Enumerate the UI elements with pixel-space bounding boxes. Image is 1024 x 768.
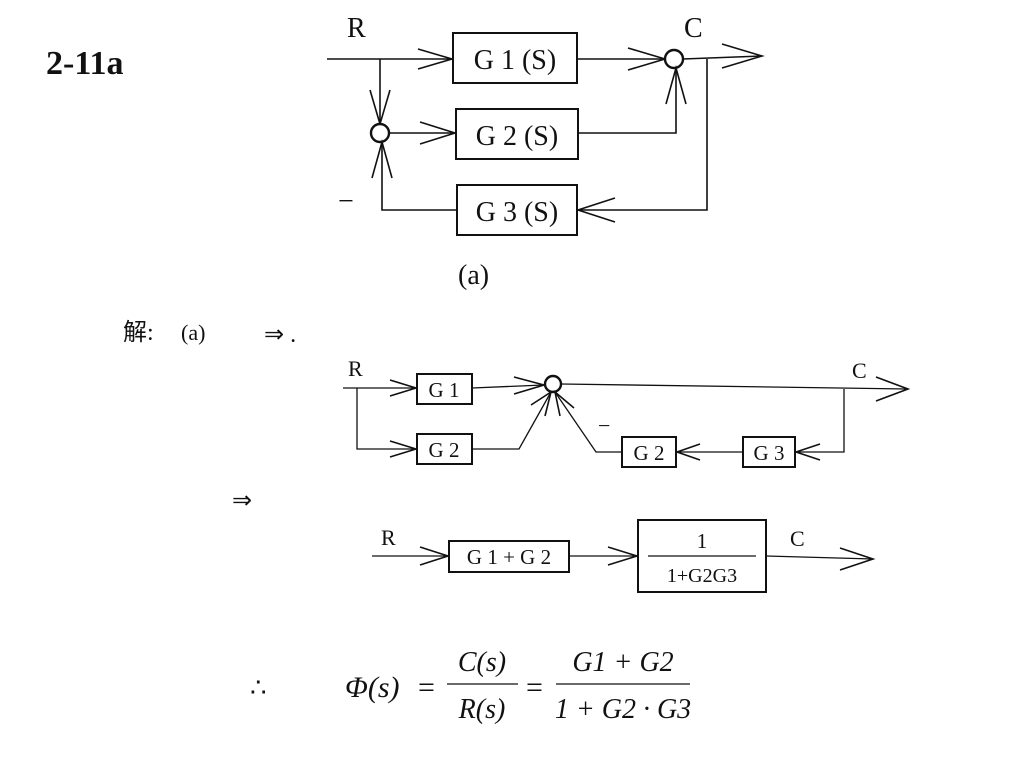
formula-final-denominator: 1 + G2 · G3 <box>555 694 691 725</box>
step2-output-arrow <box>839 547 876 571</box>
step2-input-label: R <box>381 525 396 550</box>
block-g2 <box>455 108 579 160</box>
step1-branch-wire <box>356 388 416 450</box>
therefore-symbol: ∴ <box>250 673 267 702</box>
step1-fb-to-sum-wire <box>554 391 622 453</box>
formula-lhs: Φ(s) <box>345 671 400 704</box>
g3-to-sum1-wire <box>381 142 457 211</box>
step1-arrow-g2-into-sum <box>530 390 553 417</box>
step2-block-g1-plus-g2-label: G 1 + G 2 <box>467 545 551 569</box>
block-g3-label: G 3 (S) <box>476 197 558 228</box>
step2-output-wire <box>765 555 874 560</box>
figure-a-output-label: C <box>684 13 703 44</box>
g2-to-sum2-wire <box>578 68 677 134</box>
formula-ratio-denominator: R(s) <box>458 694 506 725</box>
step1-block-g2-label: G 2 <box>429 438 460 462</box>
step1-diagram: R C G 1 G 2 G 3 G 2 − <box>343 356 911 468</box>
step2-diagram: R G 1 + G 2 1 1+G2G3 C <box>372 519 876 593</box>
block-g1 <box>452 32 578 84</box>
solution-part: (a) <box>181 320 205 345</box>
block-g2-label: G 2 (S) <box>476 121 558 152</box>
solution-prefix: 解: <box>123 319 154 346</box>
problem-title: 2-11a <box>46 45 123 82</box>
step2-block-denominator: 1+G2G3 <box>667 565 737 587</box>
formula-final-numerator: G1 + G2 <box>572 647 673 678</box>
step1-block-fb-g2 <box>621 436 677 468</box>
implies-arrow-1: ⇒ . <box>264 322 296 348</box>
block-g1-label: G 1 (S) <box>474 45 556 76</box>
step2-output-label: C <box>790 526 805 551</box>
step2-block-numerator: 1 <box>697 529 708 553</box>
feedback-wire <box>577 59 708 211</box>
arrow-up-to-sum2 <box>665 65 687 105</box>
step1-feedback-wire <box>796 389 845 453</box>
formula-equals-2: = <box>526 671 543 704</box>
step1-g1-to-sum-wire <box>471 384 545 389</box>
step1-output-wire <box>560 383 909 390</box>
step1-block-g3-label: G 3 <box>754 441 785 465</box>
summing-junction-output <box>663 48 685 70</box>
step1-block-g1 <box>416 373 473 405</box>
summing-junction-input <box>369 122 391 144</box>
step1-summing-junction <box>543 374 563 394</box>
transfer-function-formula: ∴ Φ(s) = C(s) R(s) = G1 + G2 1 + G2 · G3 <box>250 647 691 725</box>
output-wire <box>682 55 763 60</box>
figure-a-input-label: R <box>347 13 366 44</box>
formula-ratio-numerator: C(s) <box>458 647 506 678</box>
step1-input-label: R <box>348 356 363 381</box>
figure-a-caption: (a) <box>458 260 489 291</box>
step2-block-g1-plus-g2 <box>448 540 570 573</box>
step1-g2-to-sum-wire <box>472 391 552 450</box>
step1-arrow-fb-into-sum <box>553 389 575 417</box>
output-arrow <box>721 43 765 69</box>
step1-output-arrow <box>875 376 911 402</box>
figure-a: R C G 1 (S) G 2 (S) G 3 (S) <box>327 13 765 291</box>
implies-arrow-2: ⇒ <box>232 488 252 514</box>
feedback-minus-sign: − <box>338 186 354 217</box>
step1-output-label: C <box>852 358 867 383</box>
formula-equals-1: = <box>418 671 435 704</box>
step1-block-g1-label: G 1 <box>429 378 460 402</box>
step1-block-fb-g2-label: G 2 <box>634 441 665 465</box>
arrow-up-to-sum1 <box>371 139 393 179</box>
step1-minus-sign: − <box>598 413 610 438</box>
